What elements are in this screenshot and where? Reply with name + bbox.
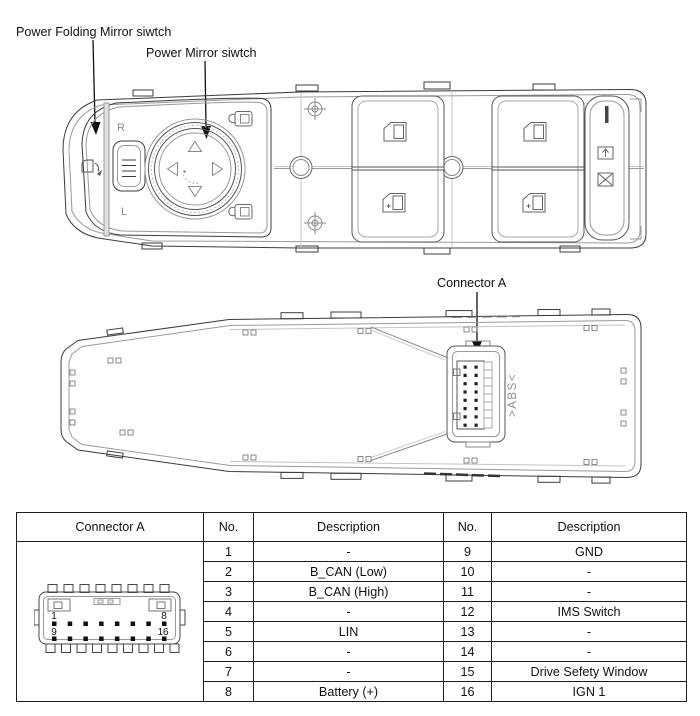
- pin-no-cell: 8: [203, 681, 254, 702]
- pin-9-label: 9: [51, 627, 57, 638]
- pin-desc-cell: -: [491, 581, 687, 602]
- table-row: 6 - 14 -: [17, 641, 687, 662]
- mirror-lock-icon-bottom: [228, 204, 253, 220]
- l-marking: L: [121, 206, 127, 218]
- pin-desc-cell: B_CAN (Low): [253, 561, 444, 582]
- pin-no-cell: 16: [443, 681, 492, 702]
- folding-mirror-icon: [81, 159, 102, 176]
- pin-desc-cell: -: [491, 641, 687, 662]
- pin-no-cell: 11: [443, 581, 492, 602]
- mirror-lock-icon-top: [228, 111, 253, 127]
- pin-desc-cell: -: [491, 561, 687, 582]
- window-switch-rear: [491, 95, 585, 243]
- pin-no-cell: 1: [203, 541, 254, 562]
- pin-no-cell: 4: [203, 601, 254, 622]
- table-row: 2 B_CAN (Low) 10 -: [17, 561, 687, 582]
- pin-no-cell: 9: [443, 541, 492, 562]
- pin-8-label: 8: [161, 611, 167, 622]
- header-no-right: No.: [443, 512, 492, 542]
- table-row: 8 Battery (+) 16 IGN 1: [17, 681, 687, 702]
- table-row: 4 - 12 IMS Switch: [17, 601, 687, 622]
- mirror-select-slider: [112, 140, 146, 192]
- pin-desc-cell: -: [253, 541, 444, 562]
- mirror-adjust-knob: [144, 118, 246, 220]
- table-header-row: Connector A No. Description No. Descript…: [16, 512, 687, 542]
- window-lock-icon: [597, 172, 614, 187]
- window-lock-switch: [584, 95, 642, 241]
- mirror-control-group: R L: [81, 97, 272, 238]
- table-row: 3 B_CAN (High) 11 -: [17, 581, 687, 602]
- switch-back-view-drawing: >ABS<: [60, 292, 642, 484]
- pin-no-cell: 10: [443, 561, 492, 582]
- connector-pin-table: Connector A No. Description No. Descript…: [16, 512, 687, 702]
- pin-desc-cell: GND: [491, 541, 687, 562]
- pin-no-cell: 6: [203, 641, 254, 662]
- pin-1-label: 1: [51, 611, 57, 622]
- pin-no-cell: 7: [203, 661, 254, 682]
- connector-a: [446, 340, 506, 448]
- pin-no-cell: 3: [203, 581, 254, 602]
- header-no-left: No.: [203, 512, 254, 542]
- power-folding-mirror-switch-label: Power Folding Mirror siwtch: [16, 25, 172, 39]
- header-description-right: Description: [491, 512, 687, 542]
- header-description-left: Description: [253, 512, 444, 542]
- pin-no-cell: 12: [443, 601, 492, 622]
- pin-desc-cell: Drive Sefety Window: [491, 661, 687, 682]
- pin-desc-cell: IMS Switch: [491, 601, 687, 622]
- pin-desc-cell: B_CAN (High): [253, 581, 444, 602]
- window-switch-front: [351, 95, 445, 243]
- table-row: 1 8 9 16 1 - 9 GND: [16, 541, 687, 702]
- pin-no-cell: 14: [443, 641, 492, 662]
- back-housing-outline: [60, 308, 642, 484]
- pin-desc-cell: -: [253, 641, 444, 662]
- pin-16-label: 16: [157, 627, 169, 638]
- abs-material-marking: >ABS<: [507, 373, 519, 417]
- power-folding-mirror-arrow: [90, 39, 101, 135]
- pin-no-cell: 2: [203, 561, 254, 582]
- housing-recess-lines: [370, 326, 448, 461]
- pin-no-cell: 5: [203, 621, 254, 642]
- window-auto-icon: [597, 146, 614, 160]
- power-mirror-switch-label: Power Mirror siwtch: [146, 46, 257, 60]
- pin-no-cell: 15: [443, 661, 492, 682]
- pinout-pins: [52, 621, 167, 641]
- connector-a-pinout-cell: 1 8 9 16: [16, 541, 204, 702]
- pin-desc-cell: -: [253, 601, 444, 622]
- connector-a-pinout-drawing: 1 8 9 16: [34, 583, 186, 653]
- lock-on-mark: [605, 106, 609, 123]
- mounting-clip-marks: [69, 325, 627, 465]
- pin-desc-cell: Battery (+): [253, 681, 444, 702]
- pin-no-cell: 13: [443, 621, 492, 642]
- r-marking: R: [117, 122, 125, 134]
- pin-desc-cell: -: [253, 661, 444, 682]
- pin-desc-cell: IGN 1: [491, 681, 687, 702]
- connector-a-label: Connector A: [437, 276, 507, 290]
- switch-front-view-drawing: R L: [62, 39, 647, 255]
- screw-boss-marks: [289, 98, 464, 234]
- pin-desc-cell: LIN: [253, 621, 444, 642]
- connector-a-pins: [463, 365, 478, 427]
- pin-desc-cell: -: [491, 621, 687, 642]
- header-connector-a: Connector A: [16, 512, 204, 542]
